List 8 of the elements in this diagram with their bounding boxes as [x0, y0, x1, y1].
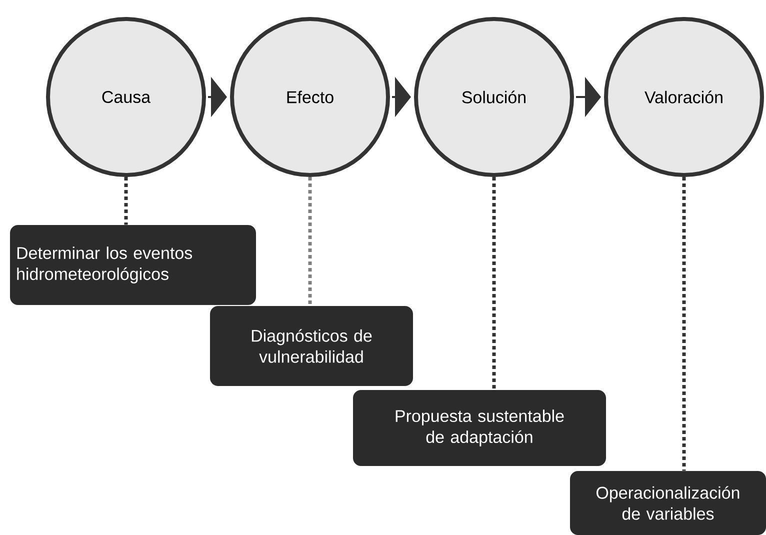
text-box: Operacionalización de variables [570, 471, 766, 535]
connector [492, 177, 496, 390]
connector [682, 177, 686, 471]
connector [308, 177, 312, 306]
text-box: Diagnósticos de vulnerabilidad [210, 306, 413, 386]
text-box: Determinar los eventos hidrometeorológicos [10, 225, 256, 305]
text-box: Propuesta sustentable de adaptación [353, 390, 606, 466]
connector [124, 177, 128, 225]
